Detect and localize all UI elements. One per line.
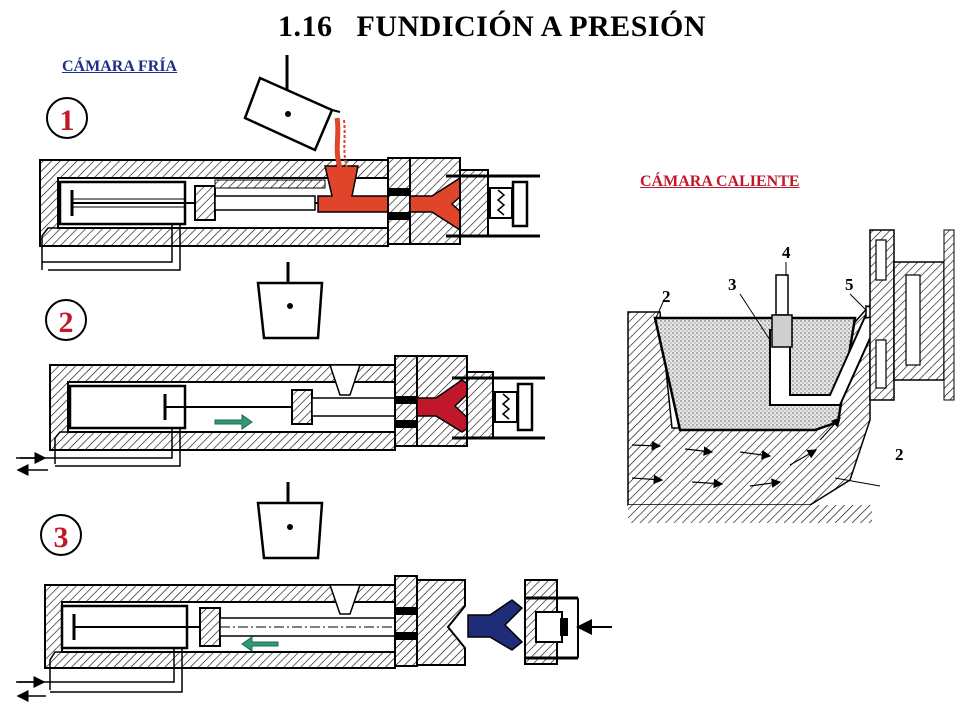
step-2-marker: 2 [45, 299, 87, 341]
callout-4-plunger: 4 [782, 243, 791, 262]
ladle-upright-3 [256, 482, 324, 560]
step-2-machine [16, 355, 545, 476]
step-1-marker: 1 [46, 97, 88, 139]
step-1-number: 1 [60, 104, 75, 137]
hot-chamber-heading: CÁMARA CALIENTE [640, 173, 800, 190]
ladle-pouring [243, 55, 341, 152]
step-3-marker: 3 [40, 514, 82, 556]
step-2-number: 2 [59, 306, 74, 339]
cold-chamber-heading: CÁMARA FRÍA [62, 58, 178, 75]
callout-2-pot: 2 [662, 287, 671, 306]
ladle-upright-2 [256, 262, 324, 340]
callout-3-plunger-chamber: 3 [728, 275, 737, 294]
step-3-number: 3 [54, 521, 69, 554]
callout-5-nozzle: 5 [845, 275, 854, 294]
hot-chamber-machine [627, 229, 955, 523]
step-1-machine [39, 117, 540, 271]
step-3-machine [16, 575, 612, 702]
page-title: 1.16 FUNDICIÓN A PRESIÓN [278, 10, 707, 43]
callout-2-furnace: 2 [895, 445, 904, 464]
